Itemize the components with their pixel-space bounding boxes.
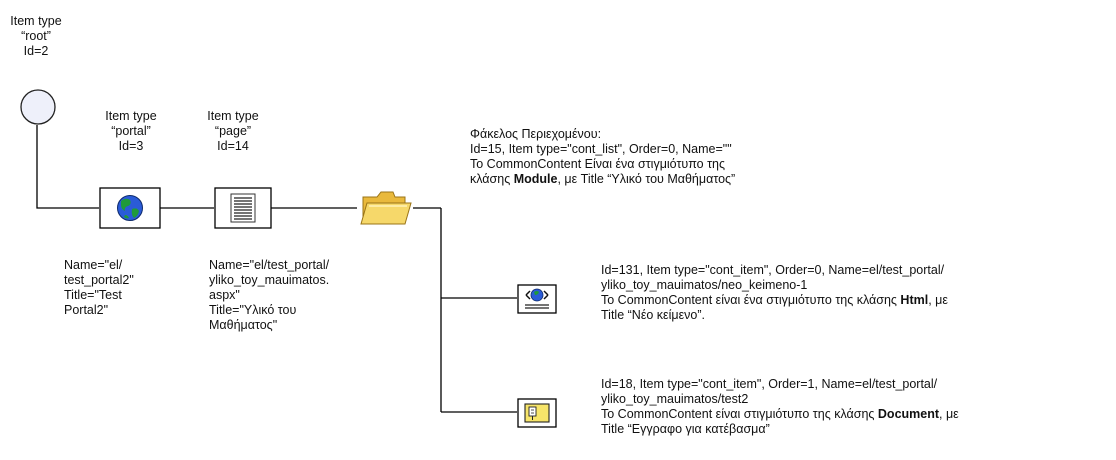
document-item-class-name: Document [877,407,940,421]
root-label-line: “root” [21,29,51,43]
folder-info-line: Φάκελος Περιεχομένου: [470,127,602,141]
portal-label-line: Item type [105,109,157,123]
html-item-info: Id=131, Item type="cont_item", Order=0, … [601,263,948,323]
root-label-line: Item type [10,14,62,28]
portal-info-line: test_portal2" [64,273,134,287]
root-label-line: Id=2 [23,44,49,58]
folder-info-text: κλάσης [470,172,514,186]
page-document-icon[interactable] [214,187,272,229]
html-item-icon[interactable] [517,284,557,314]
portal-info-line: Title="Test [64,288,122,302]
globe-icon[interactable] [99,187,161,229]
document-item-info-line: yliko_toy_mauimatos/test2 [601,392,749,406]
document-item-info-line: Title “Εγγραφο για κατέβασμα” [601,422,770,436]
folder-info-line: Το CommonContent Είναι ένα στιγμιότυπο τ… [470,157,726,171]
document-item-info-line: Id=18, Item type="cont_item", Order=1, N… [601,377,938,391]
page-label-line: Item type [207,109,259,123]
document-item-info: Id=18, Item type="cont_item", Order=1, N… [601,377,959,437]
html-item-info-line: yliko_toy_mauimatos/neo_keimeno-1 [601,278,808,292]
page-info: Name="el/test_portal/ yliko_toy_mauimato… [209,258,329,333]
portal-info-line: Portal2" [64,303,109,317]
document-item-info-text: Το CommonContent είναι στιγμιότυπο της κ… [601,407,878,421]
page-label: Item type “page” Id=14 [196,109,270,154]
page-label-line: Id=14 [217,139,249,153]
html-item-info-text: , με [928,293,948,307]
html-item-info-line: Το CommonContent είναι ένα στιγμιότυπο τ… [601,293,948,308]
portal-label-line: “portal” [111,124,151,138]
root-node-circle[interactable] [18,88,58,128]
page-info-line: Title="Υλικό του [209,303,297,317]
page-info-line: yliko_toy_mauimatos. [209,273,330,287]
html-item-info-line: Title “Νέο κείμενο”. [601,308,706,322]
folder-info-text: , με Title “Υλικό του Μαθήματος” [557,172,736,186]
folder-info-line: Id=15, Item type="cont_list", Order=0, N… [470,142,732,156]
root-label: Item type “root” Id=2 [4,14,68,59]
html-item-info-line: Id=131, Item type="cont_item", Order=0, … [601,263,945,277]
portal-label-line: Id=3 [118,139,144,153]
document-item-info-line: Το CommonContent είναι στιγμιότυπο της κ… [601,407,959,422]
portal-info-line: Name="el/ [64,258,123,272]
document-item-icon[interactable] [517,398,557,428]
page-label-line: “page” [214,124,252,138]
folder-class-name: Module [513,172,558,186]
portal-info: Name="el/ test_portal2" Title="Test Port… [64,258,134,318]
html-item-info-text: Το CommonContent είναι ένα στιγμιότυπο τ… [601,293,901,307]
portal-label: Item type “portal” Id=3 [86,109,176,154]
folder-info-line: κλάσης Module, με Title “Υλικό του Μαθήμ… [470,172,735,187]
folder-info: Φάκελος Περιεχομένου: Id=15, Item type="… [470,127,735,187]
document-item-info-text: , με [939,407,959,421]
page-info-line: Μαθήματος" [209,318,278,332]
page-info-line: Name="el/test_portal/ [209,258,330,272]
page-info-line: aspx" [209,288,240,302]
folder-icon[interactable] [357,185,413,231]
html-item-class-name: Html [900,293,929,307]
